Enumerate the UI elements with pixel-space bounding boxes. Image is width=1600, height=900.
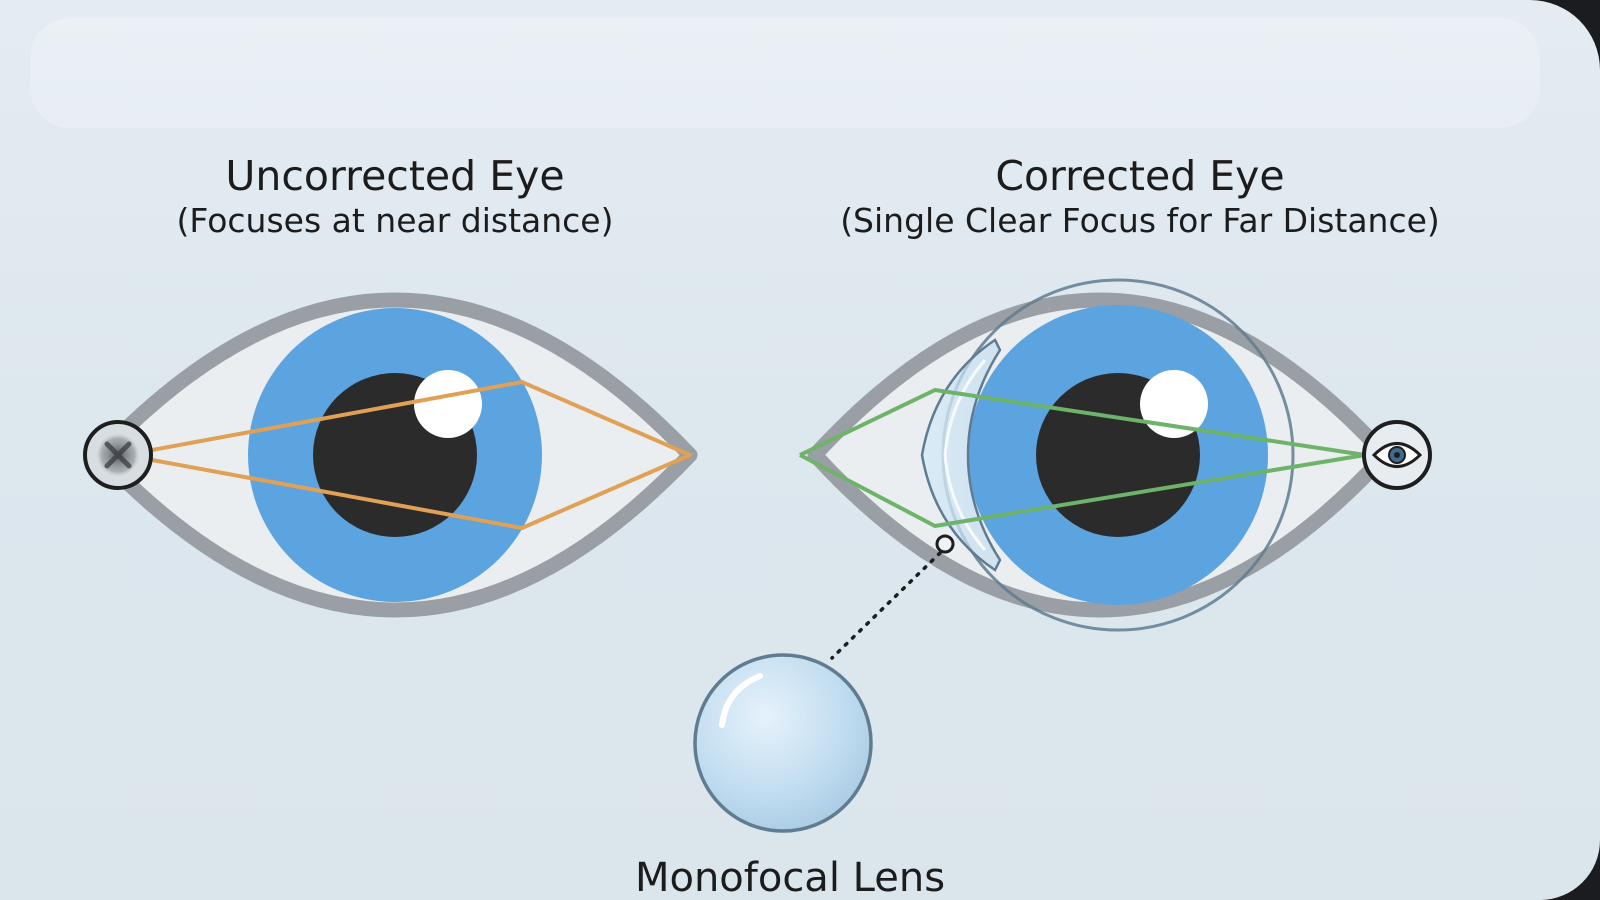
uncorrected-eye-subtitle: (Focuses at near distance) <box>176 201 614 240</box>
corrected-eye-heading: Corrected Eye (Single Clear Focus for Fa… <box>790 152 1490 242</box>
implanted-lens <box>920 278 1295 632</box>
corrected-eye-title: Corrected Eye <box>995 152 1285 200</box>
monofocal-lens-illustration <box>693 653 873 833</box>
uncorrected-eye-heading: Uncorrected Eye (Focuses at near distanc… <box>140 152 650 242</box>
eye-icon <box>1362 420 1432 490</box>
corrected-pupil-highlight <box>1140 370 1208 438</box>
corrected-eye <box>799 278 1432 660</box>
header-band <box>30 18 1540 128</box>
uncorrected-eye <box>83 292 698 618</box>
lens-callout-pointer <box>830 534 955 660</box>
uncorrected-light-rays <box>124 380 692 530</box>
blurred-x-icon <box>83 420 153 490</box>
uncorrected-eye-title: Uncorrected Eye <box>225 152 565 200</box>
monofocal-lens-label: Monofocal Lens <box>634 855 946 900</box>
corrected-eye-subtitle: (Single Clear Focus for Far Distance) <box>840 201 1440 240</box>
uncorrected-pupil-highlight <box>414 370 482 438</box>
